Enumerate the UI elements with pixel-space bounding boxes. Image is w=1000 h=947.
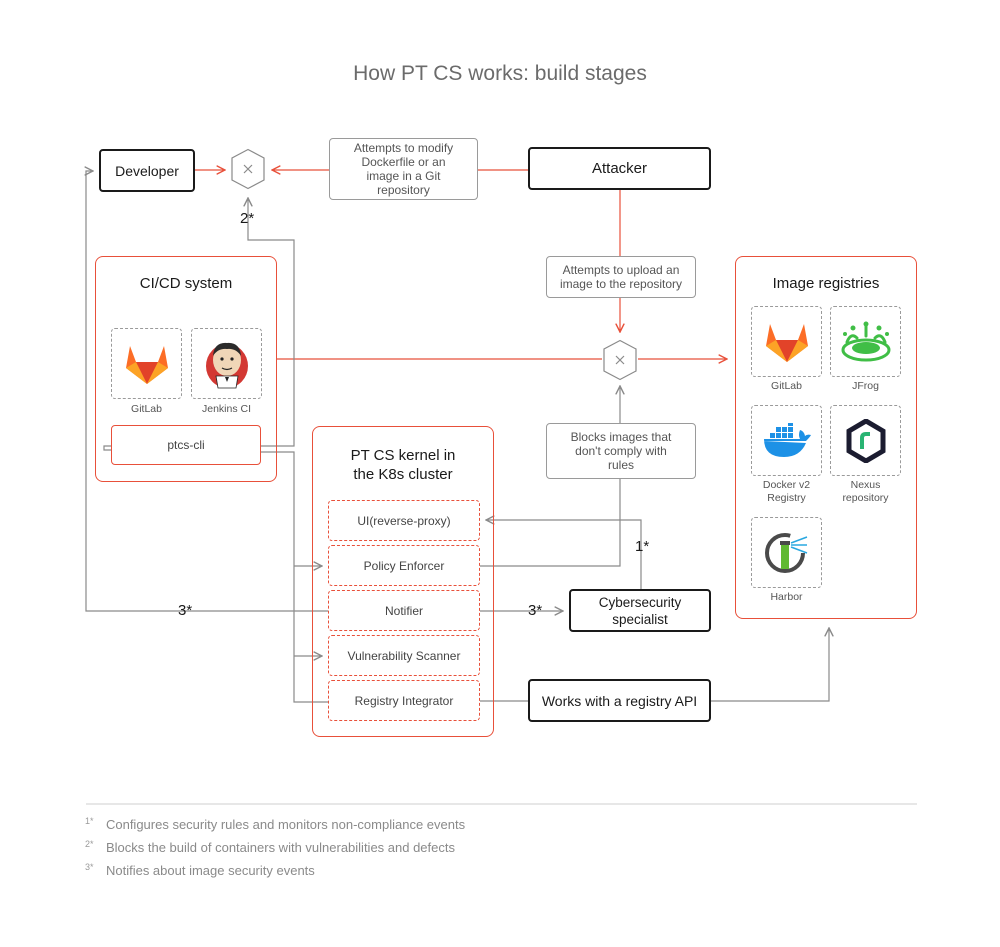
footnote-1: 1* Configures security rules and monitor… xyxy=(85,816,465,834)
shield-x-icon xyxy=(603,339,637,381)
marker-three-right: 3* xyxy=(528,602,543,619)
footnote-text: Blocks the build of containers with vuln… xyxy=(105,840,455,855)
marker-three-left: 3* xyxy=(178,602,193,619)
registry-nexus-label: Nexus repository xyxy=(842,479,889,504)
gitlab-icon xyxy=(765,323,808,362)
footnote-mark: 2* xyxy=(85,839,94,849)
harbor-icon xyxy=(764,532,807,573)
footnote-text: Notifies about image security events xyxy=(105,863,315,878)
line-cli-integrator xyxy=(261,451,328,703)
footnote-mark: 1* xyxy=(85,816,94,826)
module-vulnerability-scanner: Vulnerability Scanner xyxy=(328,635,480,676)
registry-docker-tile xyxy=(751,405,822,476)
registry-harbor-label: Harbor xyxy=(770,591,803,603)
line-api-registries xyxy=(711,628,829,702)
cicd-jenkins-tile xyxy=(191,328,262,399)
kernel-title: PT CS kernel in the K8s cluster xyxy=(350,447,456,483)
cicd-gitlab-tile xyxy=(111,328,182,399)
docker-icon xyxy=(763,422,811,457)
registry-nexus-tile xyxy=(830,405,901,476)
jfrog-icon xyxy=(841,321,890,361)
module-policy-enforcer: Policy Enforcer xyxy=(328,545,480,586)
registry-harbor-tile xyxy=(751,517,822,588)
line-notifier-developer xyxy=(86,171,328,612)
registry-gitlab-label: GitLab xyxy=(771,380,802,392)
footnote-2: 2* Blocks the build of containers with v… xyxy=(85,839,455,857)
attacker-box: Attacker xyxy=(528,147,711,190)
cicd-gitlab-label: GitLab xyxy=(131,403,162,415)
ptcs-cli-box: ptcs-cli xyxy=(111,425,261,465)
note-modify: Attempts to modify Dockerfile or an imag… xyxy=(329,138,478,200)
registry-jfrog-label: JFrog xyxy=(852,380,879,392)
module-ui: UI(reverse-proxy) xyxy=(328,500,480,541)
registry-docker-label: Docker v2 Registry xyxy=(762,479,811,504)
registries-container xyxy=(735,256,917,619)
line-specialist-ui xyxy=(486,520,642,590)
specialist-box: Cybersecurity specialist xyxy=(569,589,711,632)
note-blocks: Blocks images that don't comply with rul… xyxy=(546,423,696,479)
registry-gitlab-tile xyxy=(751,306,822,377)
footnote-text: Configures security rules and monitors n… xyxy=(105,817,466,832)
footnote-mark: 3* xyxy=(85,862,94,872)
note-upload: Attempts to upload an image to the repos… xyxy=(546,256,696,298)
kernel-container xyxy=(312,426,494,737)
developer-box: Developer xyxy=(99,149,195,192)
module-registry-integrator: Registry Integrator xyxy=(328,680,480,721)
line-policy-blocks xyxy=(480,479,621,567)
marker-two: 2* xyxy=(240,210,255,227)
line-cli-shield xyxy=(248,198,295,447)
cicd-title: CI/CD system xyxy=(139,275,233,292)
footnote-3: 3* Notifies about image security events xyxy=(85,862,315,880)
gitlab-icon xyxy=(125,345,168,384)
cicd-jenkins-label: Jenkins CI xyxy=(201,403,252,415)
marker-one: 1* xyxy=(635,538,650,555)
registry-api-box: Works with a registry API xyxy=(528,679,711,722)
page-title: How PT CS works: build stages xyxy=(353,62,647,85)
jenkins-icon xyxy=(205,342,248,388)
registry-jfrog-tile xyxy=(830,306,901,377)
nexus-icon xyxy=(846,418,885,463)
module-notifier: Notifier xyxy=(328,590,480,631)
line-cli-bracket xyxy=(103,445,112,451)
registries-title: Image registries xyxy=(772,275,880,292)
shield-x-icon xyxy=(231,148,265,190)
cicd-container xyxy=(95,256,277,482)
